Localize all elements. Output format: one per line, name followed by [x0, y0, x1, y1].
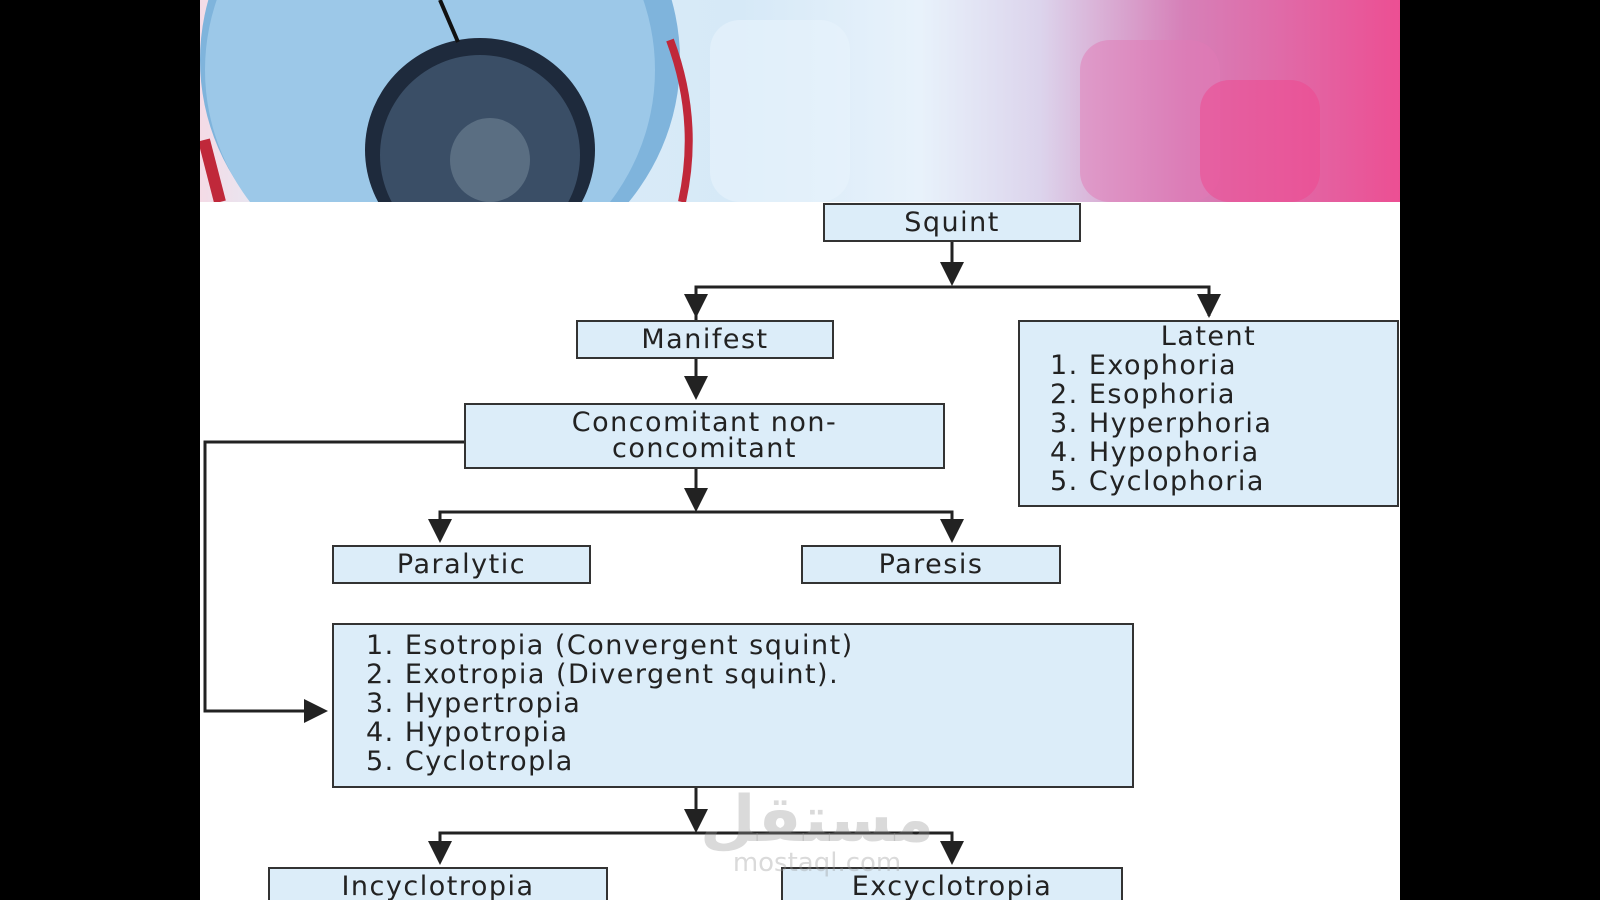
node-manifest: Manifest — [576, 320, 834, 359]
latent-title: Latent — [1160, 321, 1257, 352]
node-tropias: 1. Esotropia (Convergent squint) 2. Exot… — [332, 623, 1134, 788]
node-paralytic: Paralytic — [332, 545, 591, 584]
tropia-item: 5. Cyclotropla — [366, 746, 574, 777]
latent-item: 1. Exophoria — [1050, 350, 1237, 381]
latent-item: 5. Cyclophoria — [1050, 466, 1265, 497]
connector-lines — [203, 241, 1221, 865]
node-concomitant: Concomitant non-concomitant — [464, 403, 945, 469]
eye-banner-image — [200, 0, 1400, 202]
latent-item: 4. Hypophoria — [1050, 437, 1260, 468]
node-incyclotropia: Incyclotropia — [268, 867, 608, 900]
tropia-item: 4. Hypotropia — [366, 717, 569, 748]
tropia-item: 3. Hypertropia — [366, 688, 582, 719]
node-latent: Latent 1. Exophoria 2. Esophoria 3. Hype… — [1018, 320, 1399, 507]
node-squint: Squint — [823, 203, 1081, 242]
tropia-item: 1. Esotropia (Convergent squint) — [366, 630, 854, 661]
tropia-item: 2. Exotropia (Divergent squint). — [366, 659, 840, 690]
watermark-latin: mostaql.com — [732, 848, 902, 878]
watermark-arabic: مستقل — [700, 783, 935, 857]
latent-item: 3. Hyperphoria — [1050, 408, 1273, 439]
eyeball-illustration — [200, 0, 1320, 202]
latent-item: 2. Esophoria — [1050, 379, 1236, 410]
node-excyclotropia: Excyclotropia — [781, 867, 1123, 900]
watermark: مستقل mostaql.com — [700, 783, 935, 878]
slide: Squint Manifest Latent 1. Exophoria 2. E… — [200, 0, 1400, 900]
node-paresis: Paresis — [801, 545, 1061, 584]
